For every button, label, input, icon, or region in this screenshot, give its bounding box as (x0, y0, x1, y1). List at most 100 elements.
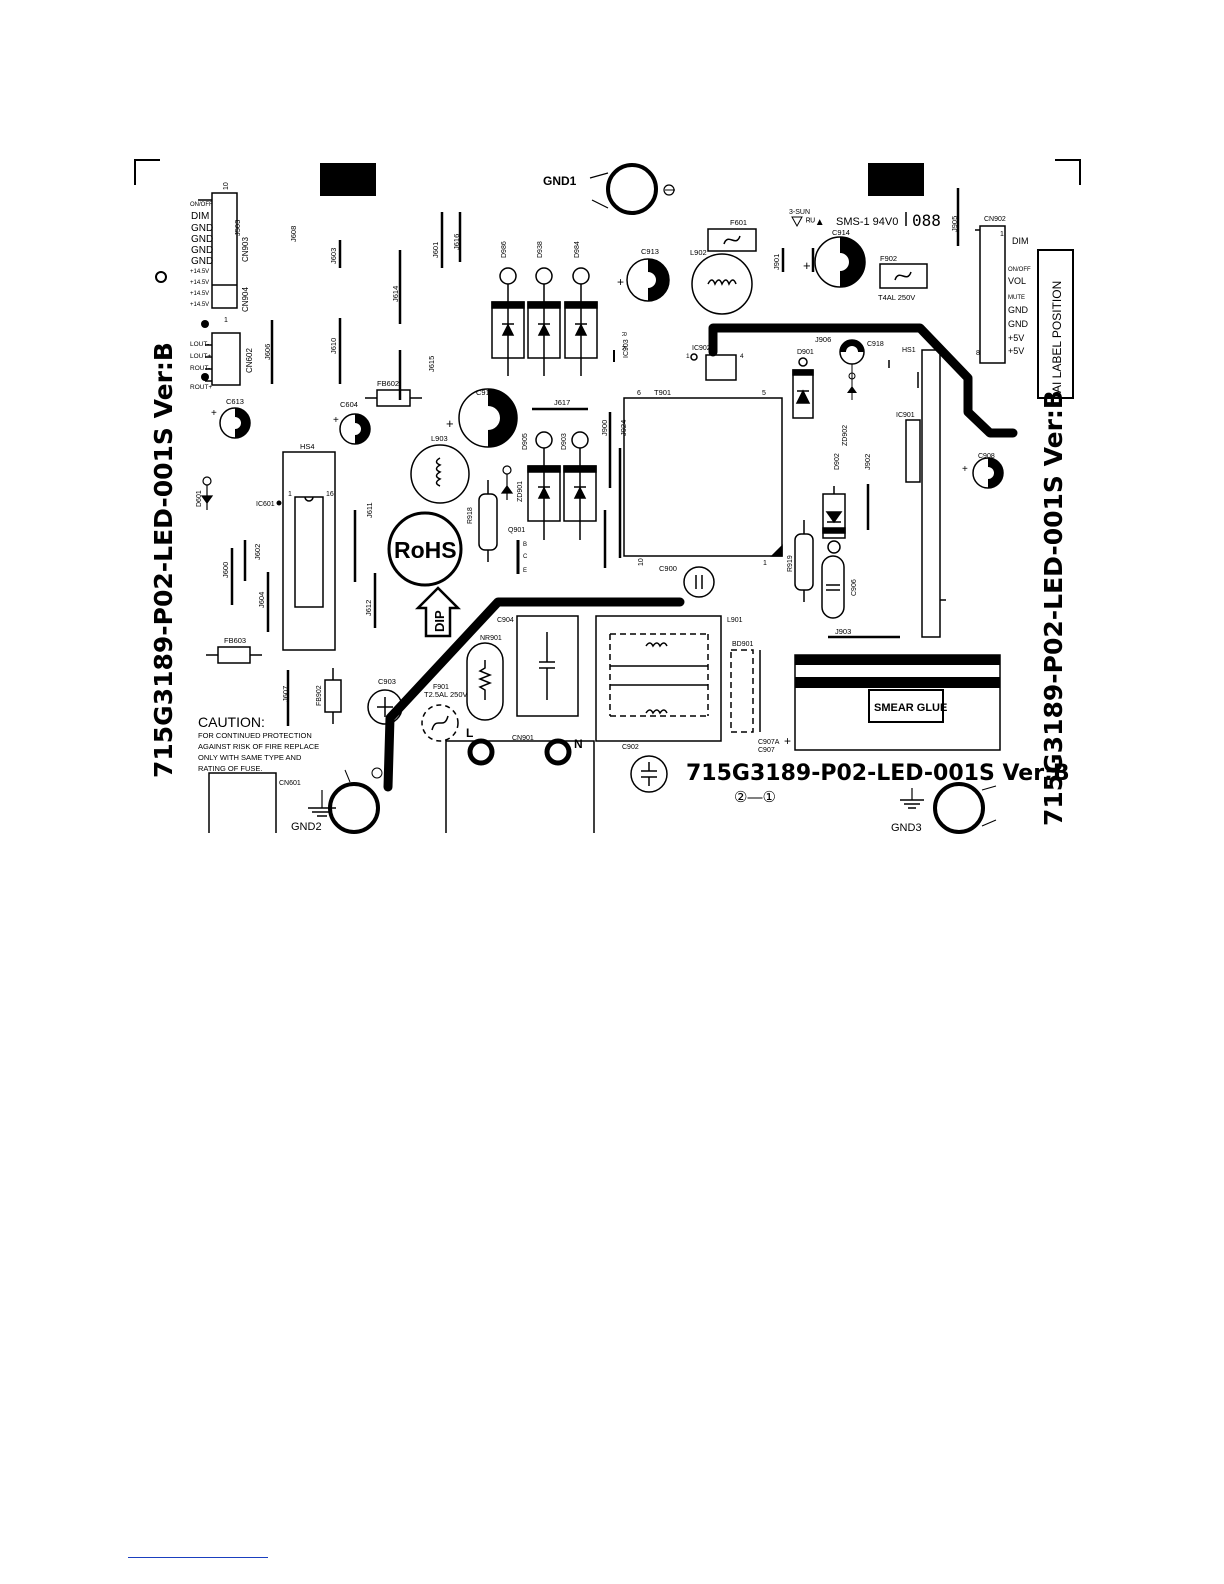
j900-label: J900 (600, 420, 609, 436)
svg-text:+: + (803, 258, 811, 273)
c902-label: C902 (622, 744, 639, 751)
cn903-pin-label: GND (191, 256, 213, 267)
r919-label: R919 (787, 555, 794, 572)
flammability-rating: SMS-1 94V0 (836, 216, 898, 228)
capacitor-c904 (516, 615, 579, 717)
c907a-label: C907A (758, 739, 780, 746)
caution-line: RATING OF FUSE. (198, 764, 262, 773)
d984-label: D984 (574, 241, 581, 258)
j903-label: J903 (835, 627, 851, 636)
l901-label: L901 (727, 617, 743, 624)
ic601-pin-16: 16 (326, 491, 334, 498)
r918-label: R918 (467, 507, 474, 524)
cn902-pin-label: GND (1008, 305, 1029, 315)
d901-label: D901 (797, 349, 814, 356)
capacitor-c913: + (617, 258, 670, 302)
jumper-lines (230, 188, 960, 726)
ai-label-box: AI LABEL POSITION (1037, 249, 1074, 399)
q901-pin-e: E (523, 568, 527, 574)
ic903-label: IC903 (623, 339, 630, 358)
j607-label: J607 (281, 686, 290, 702)
cn901-ac-input (445, 738, 595, 833)
q901-pin-c: C (523, 554, 528, 560)
j602-label: J602 (253, 544, 262, 560)
dip-text: DIP (432, 610, 447, 632)
ferrite-fb602 (365, 389, 422, 407)
caution-line: ONLY WITH SAME TYPE AND (198, 753, 302, 762)
d902-label: D902 (834, 453, 841, 470)
svg-text:R: R (620, 332, 626, 337)
vendor-logo-text: 3-SUN (789, 209, 810, 216)
date-code: 088 (912, 211, 941, 230)
j608-label: J608 (289, 226, 298, 242)
part-number-bottom: 715G3189-P02-LED-001S Ver:B (686, 761, 1070, 786)
cn903-header (198, 192, 238, 309)
j604-label: J604 (257, 592, 266, 608)
bridge-bd901 (730, 649, 761, 733)
ul-marking: 3-SUN ᴿᵁ▲ SMS-1 94V0 088 (789, 209, 941, 230)
c613-label: C613 (226, 397, 244, 406)
c604-label: C604 (340, 400, 358, 409)
j612-label: J612 (364, 600, 373, 616)
j901-label: J901 (772, 254, 781, 270)
caution-line: FOR CONTINUED PROTECTION (198, 731, 312, 740)
gnd3-mount-hole (900, 782, 997, 834)
t901-pin-5: 5 (762, 390, 766, 397)
fb902-label: FB902 (316, 685, 323, 706)
cn602-pin-label: ROUT+ (190, 384, 212, 391)
svg-text:+: + (962, 464, 968, 475)
svg-text:+: + (784, 734, 791, 748)
ic902-label: IC902 (692, 345, 711, 352)
cn903-pin-label: ON/OFF (190, 202, 213, 208)
gnd3-label: GND3 (891, 822, 922, 834)
j601-label: J601 (431, 242, 440, 258)
fiducial-block-left (320, 163, 376, 196)
caution-title: CAUTION: (198, 714, 265, 730)
ic901-label: IC901 (896, 412, 915, 419)
bd901-label: BD901 (732, 641, 754, 648)
heatsink-hs4 (282, 451, 336, 651)
cn903-pin-10: 10 (223, 182, 230, 190)
line-mark-l: L (466, 726, 473, 740)
cn901-label: CN901 (512, 735, 534, 742)
inductor-l902 (691, 253, 753, 315)
c904-label: C904 (497, 617, 514, 624)
jumper-refdes: J503 J608 J603 J601 J616 J614 J610 J606 … (221, 216, 959, 702)
ic601-pin-1: 1 (288, 491, 292, 498)
cn903-refdes: CN903 (241, 237, 250, 262)
cn902-refdes: CN902 (984, 216, 1006, 223)
ferrite-fb603 (206, 646, 262, 664)
rohs-text: RoHS (394, 537, 457, 563)
gnd1-mount-hole (589, 163, 675, 215)
cn602-refdes: CN602 (245, 348, 254, 373)
cn902-pin-label: MUTE (1008, 295, 1025, 301)
fb602-label: FB602 (377, 379, 399, 388)
capacitor-c906 (821, 555, 845, 619)
cn602-header (205, 332, 241, 386)
capacitor-c914: + (803, 236, 866, 288)
cn601-connector (208, 772, 277, 833)
capacitor-c604: + (333, 413, 371, 445)
fuse-f902 (879, 263, 928, 289)
fiducial-block-right (868, 163, 924, 196)
capacitor-c908: + (962, 457, 1004, 489)
heatsink-hs1 (888, 349, 946, 638)
cn601-label: CN601 (279, 780, 301, 787)
capacitor-c903 (367, 689, 403, 725)
ai-label-text: AI LABEL POSITION (1050, 281, 1064, 393)
capacitor-c918 (839, 339, 865, 400)
mounting-hole-left (155, 271, 167, 283)
ic902-pin-1: 1 (686, 353, 690, 360)
zener-zd901 (500, 465, 514, 500)
line-mark-n: N (574, 737, 583, 751)
diode-d901 (792, 357, 814, 419)
cn902-pin-label: GND (1008, 319, 1029, 329)
c900-label: C900 (659, 564, 677, 573)
cn903-pin-labels: ON/OFF DIM GND GND GND GND +14.5V +14.5V… (190, 202, 213, 308)
f901-rating: T2.5AL 250V (424, 690, 468, 699)
cn903-pin-label: GND (191, 245, 213, 256)
nr901-label: NR901 (480, 635, 502, 642)
zd902-label: ZD902 (842, 425, 849, 446)
cn902-pin-label: DIM (1012, 236, 1029, 246)
